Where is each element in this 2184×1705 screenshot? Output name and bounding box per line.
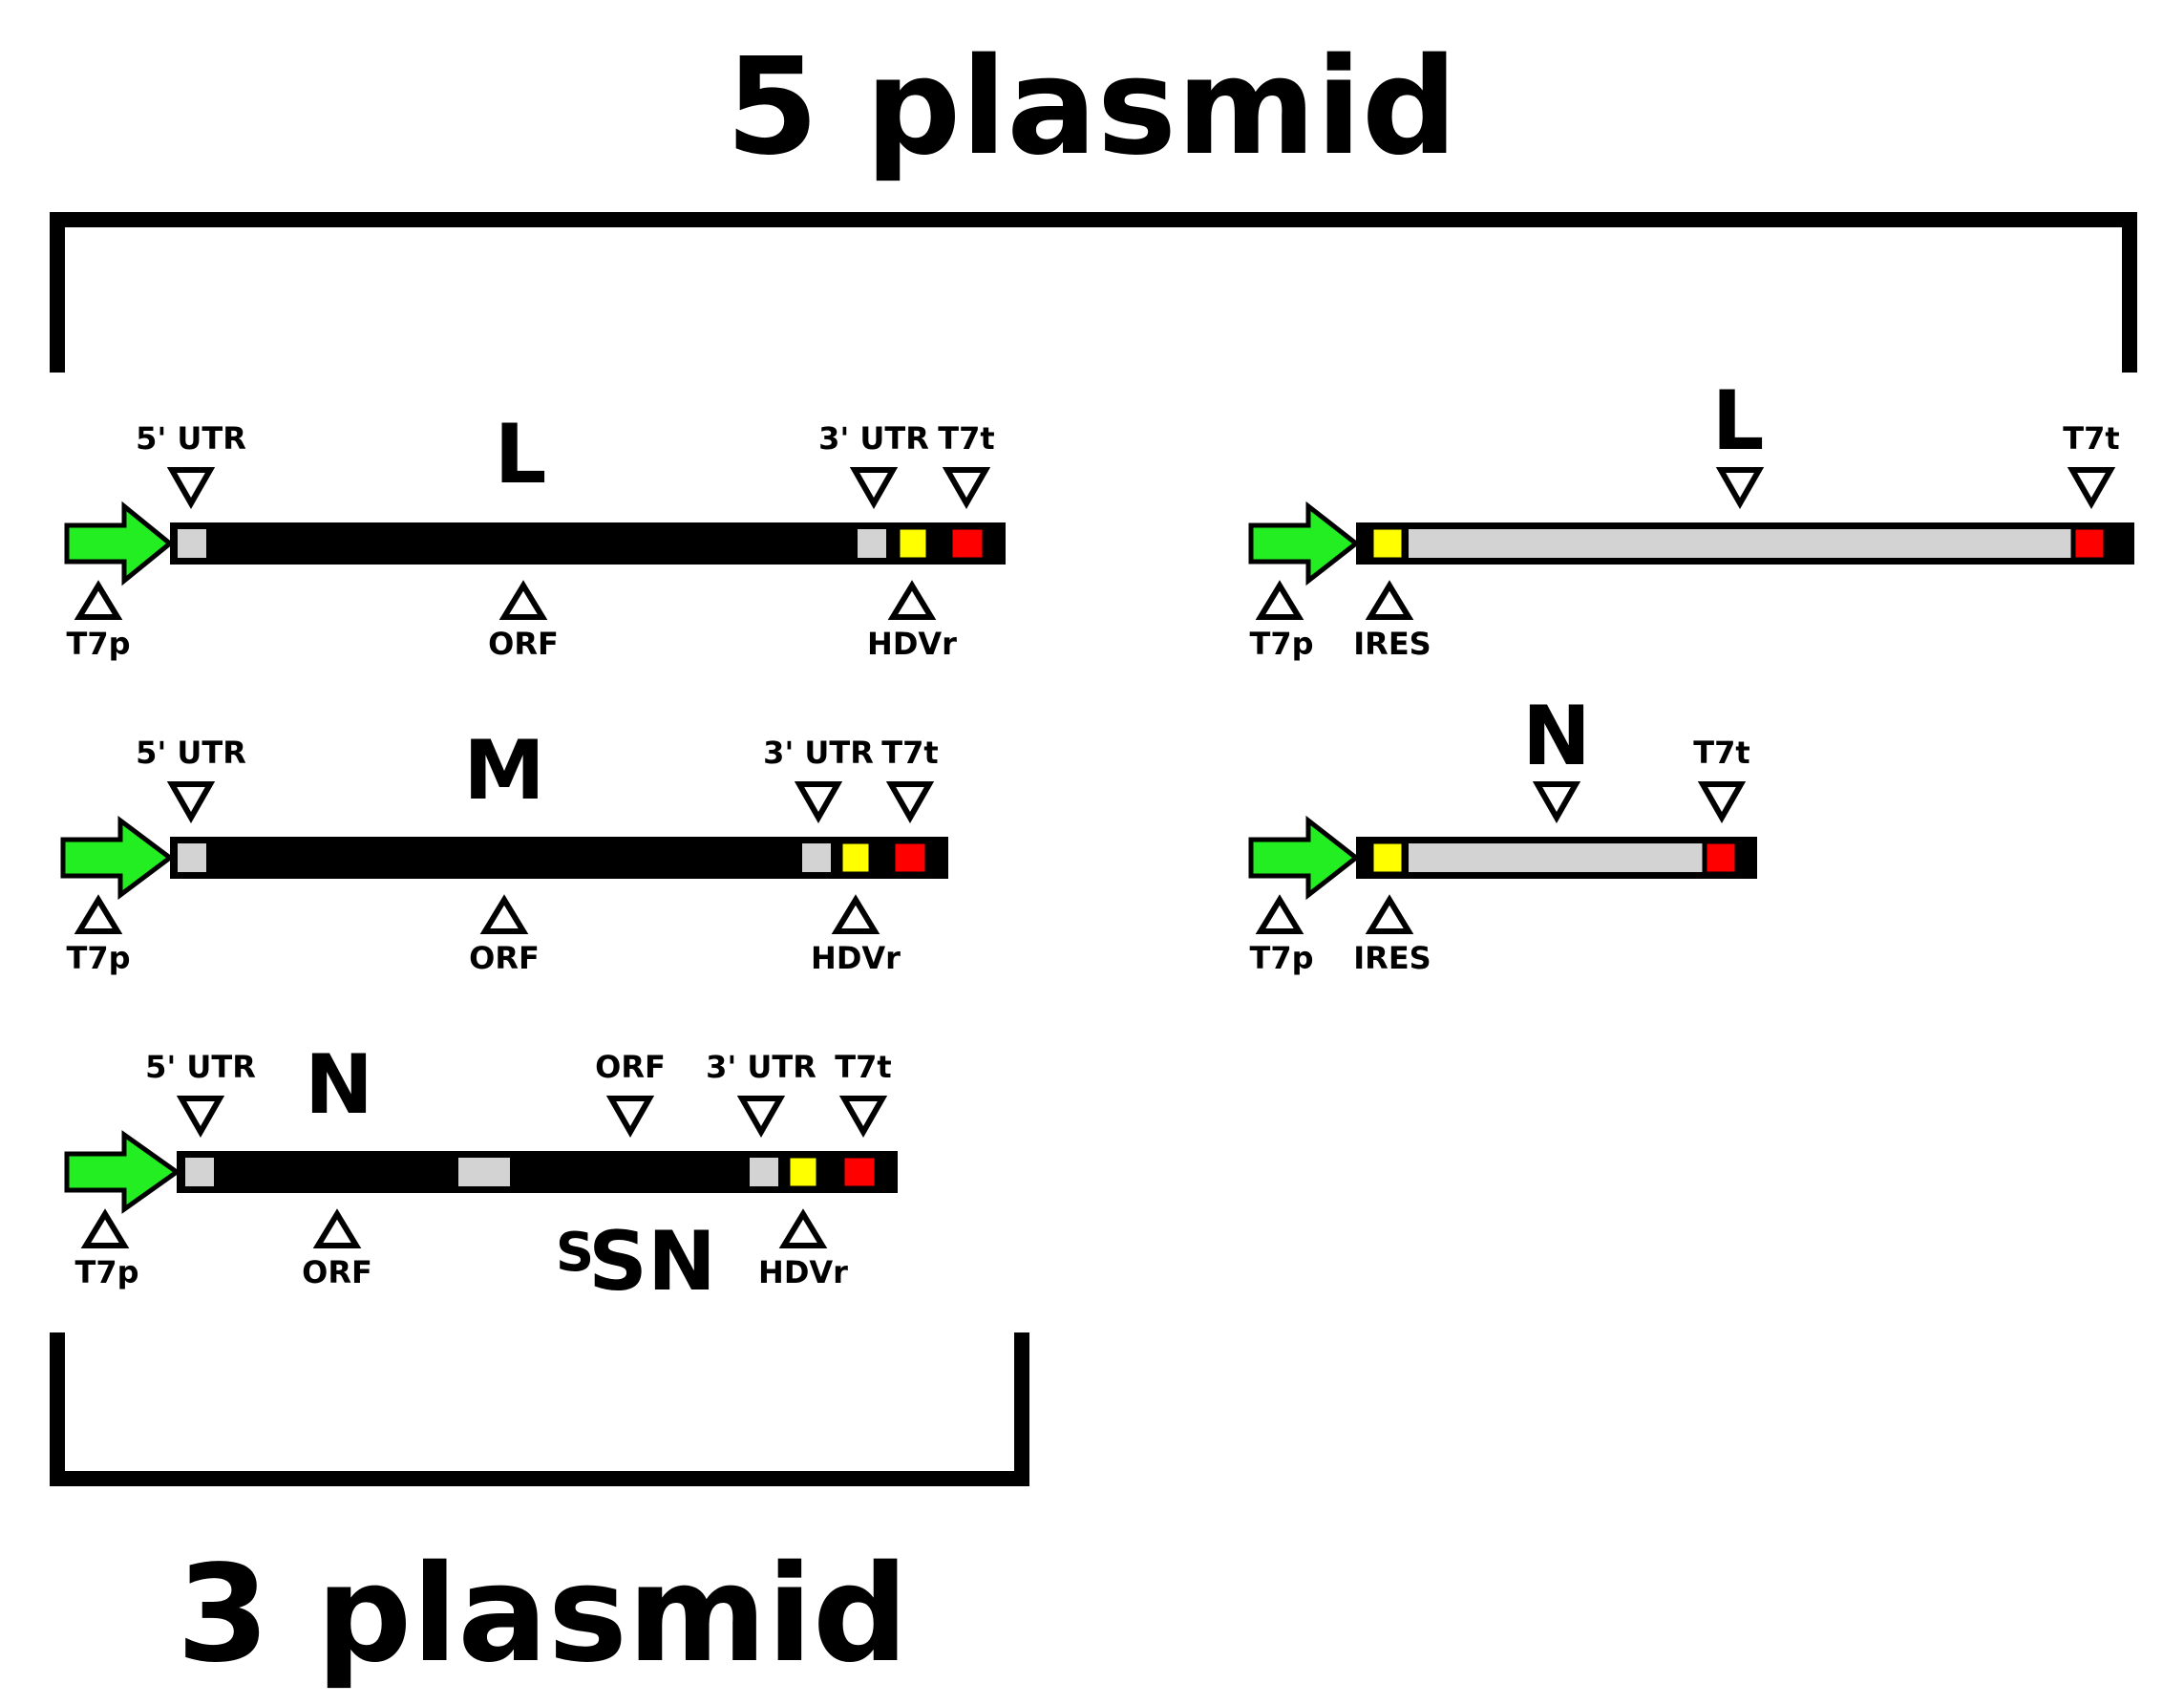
n-segment-t7t-label: T7t xyxy=(835,1049,891,1085)
l-segment-hdvr-marker xyxy=(887,580,937,620)
l-segment-t7-promoter-arrow xyxy=(64,501,174,586)
m-segment-t7t-marker xyxy=(885,781,935,824)
m-segment-hdvr-box xyxy=(838,839,874,877)
m-segment-orf-label: ORF xyxy=(469,940,540,976)
n-helper-name: N xyxy=(1522,689,1591,784)
m-segment-5utr-marker xyxy=(166,781,216,824)
m-segment-3utr-label: 3' UTR xyxy=(763,735,874,771)
l-segment-3utr-box xyxy=(858,529,886,558)
n-helper-t7p-marker xyxy=(1255,894,1304,934)
m-segment-3utr-marker xyxy=(794,781,843,824)
l-helper-ires-marker xyxy=(1365,580,1414,620)
l-segment-5utr-box xyxy=(178,529,206,558)
m-segment-hdvr-label: HDVr xyxy=(811,940,901,976)
l-segment-orf-label: ORF xyxy=(488,626,559,662)
l-segment-3utr-label: 3' UTR xyxy=(818,420,929,457)
n-segment-t7t-marker xyxy=(838,1096,888,1139)
m-segment-hdvr-marker xyxy=(831,894,880,934)
l-segment-t7p-label: T7p xyxy=(67,626,131,662)
three-plasmid-title: 3 plasmid xyxy=(177,1537,908,1693)
l-segment-5utr-label: 5' UTR xyxy=(136,420,246,457)
n-segment-hdvr-label: HDVr xyxy=(758,1254,848,1290)
l-segment-t7p-marker xyxy=(74,580,123,620)
l-helper-t7p-label: T7p xyxy=(1250,626,1314,662)
l-helper-name: L xyxy=(1712,373,1765,469)
l-segment-5utr-marker xyxy=(166,467,216,510)
m-segment-t7p-marker xyxy=(74,894,123,934)
n-helper-t7p-label: T7p xyxy=(1250,940,1314,976)
n-segment-nss-orf-label: ORF xyxy=(595,1049,666,1085)
m-segment-3utr-box xyxy=(802,843,831,872)
m-segment-name: M xyxy=(463,723,545,819)
l-segment-t7t-label: T7t xyxy=(938,420,994,457)
l-helper-ires-box xyxy=(1368,524,1407,563)
n-segment-3utr-marker xyxy=(736,1096,786,1139)
l-helper-construct: L T7t T7p IRES xyxy=(1248,373,2134,662)
l-helper-t7t-label: T7t xyxy=(2063,420,2119,457)
n-segment-5utr-box xyxy=(185,1158,214,1186)
n-segment-5utr-marker xyxy=(176,1096,225,1139)
l-helper-ires-label: IRES xyxy=(1353,626,1431,662)
l-helper-orf-bar xyxy=(1403,523,2085,564)
n-helper-construct: N T7t T7p IRES xyxy=(1248,689,1757,976)
n-segment-t7p-label: T7p xyxy=(75,1254,139,1290)
m-segment-construct: M 5' UTR 3' UTR T7t T7p ORF HDVr xyxy=(60,723,948,976)
n-segment-nss-name: SN xyxy=(588,1214,716,1310)
m-segment-5utr-label: 5' UTR xyxy=(136,735,246,771)
n-helper-t7t-label: T7t xyxy=(1693,735,1749,771)
n-helper-t7-promoter-arrow xyxy=(1248,815,1361,901)
n-segment-nss-superscript: S xyxy=(556,1222,594,1284)
l-segment-t7t-box xyxy=(947,524,987,563)
n-segment-3utr-box xyxy=(750,1158,778,1186)
n-segment-nss-orf-marker xyxy=(605,1096,655,1139)
three-plasmid-bracket xyxy=(50,1332,1029,1486)
n-helper-t7t-box xyxy=(1702,839,1740,877)
n-segment-name: N xyxy=(305,1037,373,1133)
m-segment-t7t-box xyxy=(890,839,930,877)
l-segment-name: L xyxy=(495,407,547,502)
n-segment-hdvr-marker xyxy=(778,1208,828,1248)
l-helper-orf-marker xyxy=(1715,467,1765,510)
n-segment-5utr-label: 5' UTR xyxy=(145,1049,256,1085)
l-helper-t7t-marker xyxy=(2067,467,2116,510)
n-segment-construct: N 5' UTR ORF 3' UTR T7t T7p ORF HDVr S S… xyxy=(64,1037,898,1310)
n-segment-t7t-box xyxy=(839,1153,880,1191)
m-segment-orf-marker xyxy=(479,894,529,934)
five-plasmid-title: 5 plasmid xyxy=(726,30,1457,185)
m-segment-5utr-box xyxy=(178,843,206,872)
l-segment-hdvr-box xyxy=(895,524,931,563)
n-segment-hdvr-box xyxy=(785,1153,821,1191)
m-segment-t7-promoter-arrow xyxy=(60,816,175,900)
n-helper-ires-marker xyxy=(1365,894,1414,934)
m-segment-t7p-label: T7p xyxy=(67,940,131,976)
l-helper-t7-promoter-arrow xyxy=(1248,501,1361,586)
l-helper-t7t-box xyxy=(2070,524,2109,563)
n-helper-t7t-marker xyxy=(1697,781,1747,824)
n-helper-ires-label: IRES xyxy=(1353,940,1431,976)
n-helper-orf-marker xyxy=(1532,781,1581,824)
l-segment-construct: L 5' UTR 3' UTR T7t T7p ORF HDVr xyxy=(64,407,1006,662)
m-segment-t7t-label: T7t xyxy=(881,735,938,771)
l-segment-orf-marker xyxy=(498,580,548,620)
l-segment-t7t-marker xyxy=(942,467,991,510)
l-segment-3utr-marker xyxy=(849,467,899,510)
five-plasmid-bracket xyxy=(50,212,2137,373)
n-segment-3utr-label: 3' UTR xyxy=(706,1049,816,1085)
m-segment-backbone xyxy=(170,837,948,879)
n-helper-ires-box xyxy=(1368,839,1407,877)
n-segment-nss-orf-box xyxy=(458,1158,510,1186)
n-segment-t7-promoter-arrow xyxy=(64,1130,181,1214)
n-segment-orf-label: ORF xyxy=(302,1254,372,1290)
n-segment-t7p-marker xyxy=(80,1208,130,1248)
l-segment-hdvr-label: HDVr xyxy=(867,626,957,662)
n-segment-orf-marker xyxy=(312,1208,362,1248)
l-helper-t7p-marker xyxy=(1255,580,1304,620)
n-helper-orf-bar xyxy=(1403,838,1712,878)
